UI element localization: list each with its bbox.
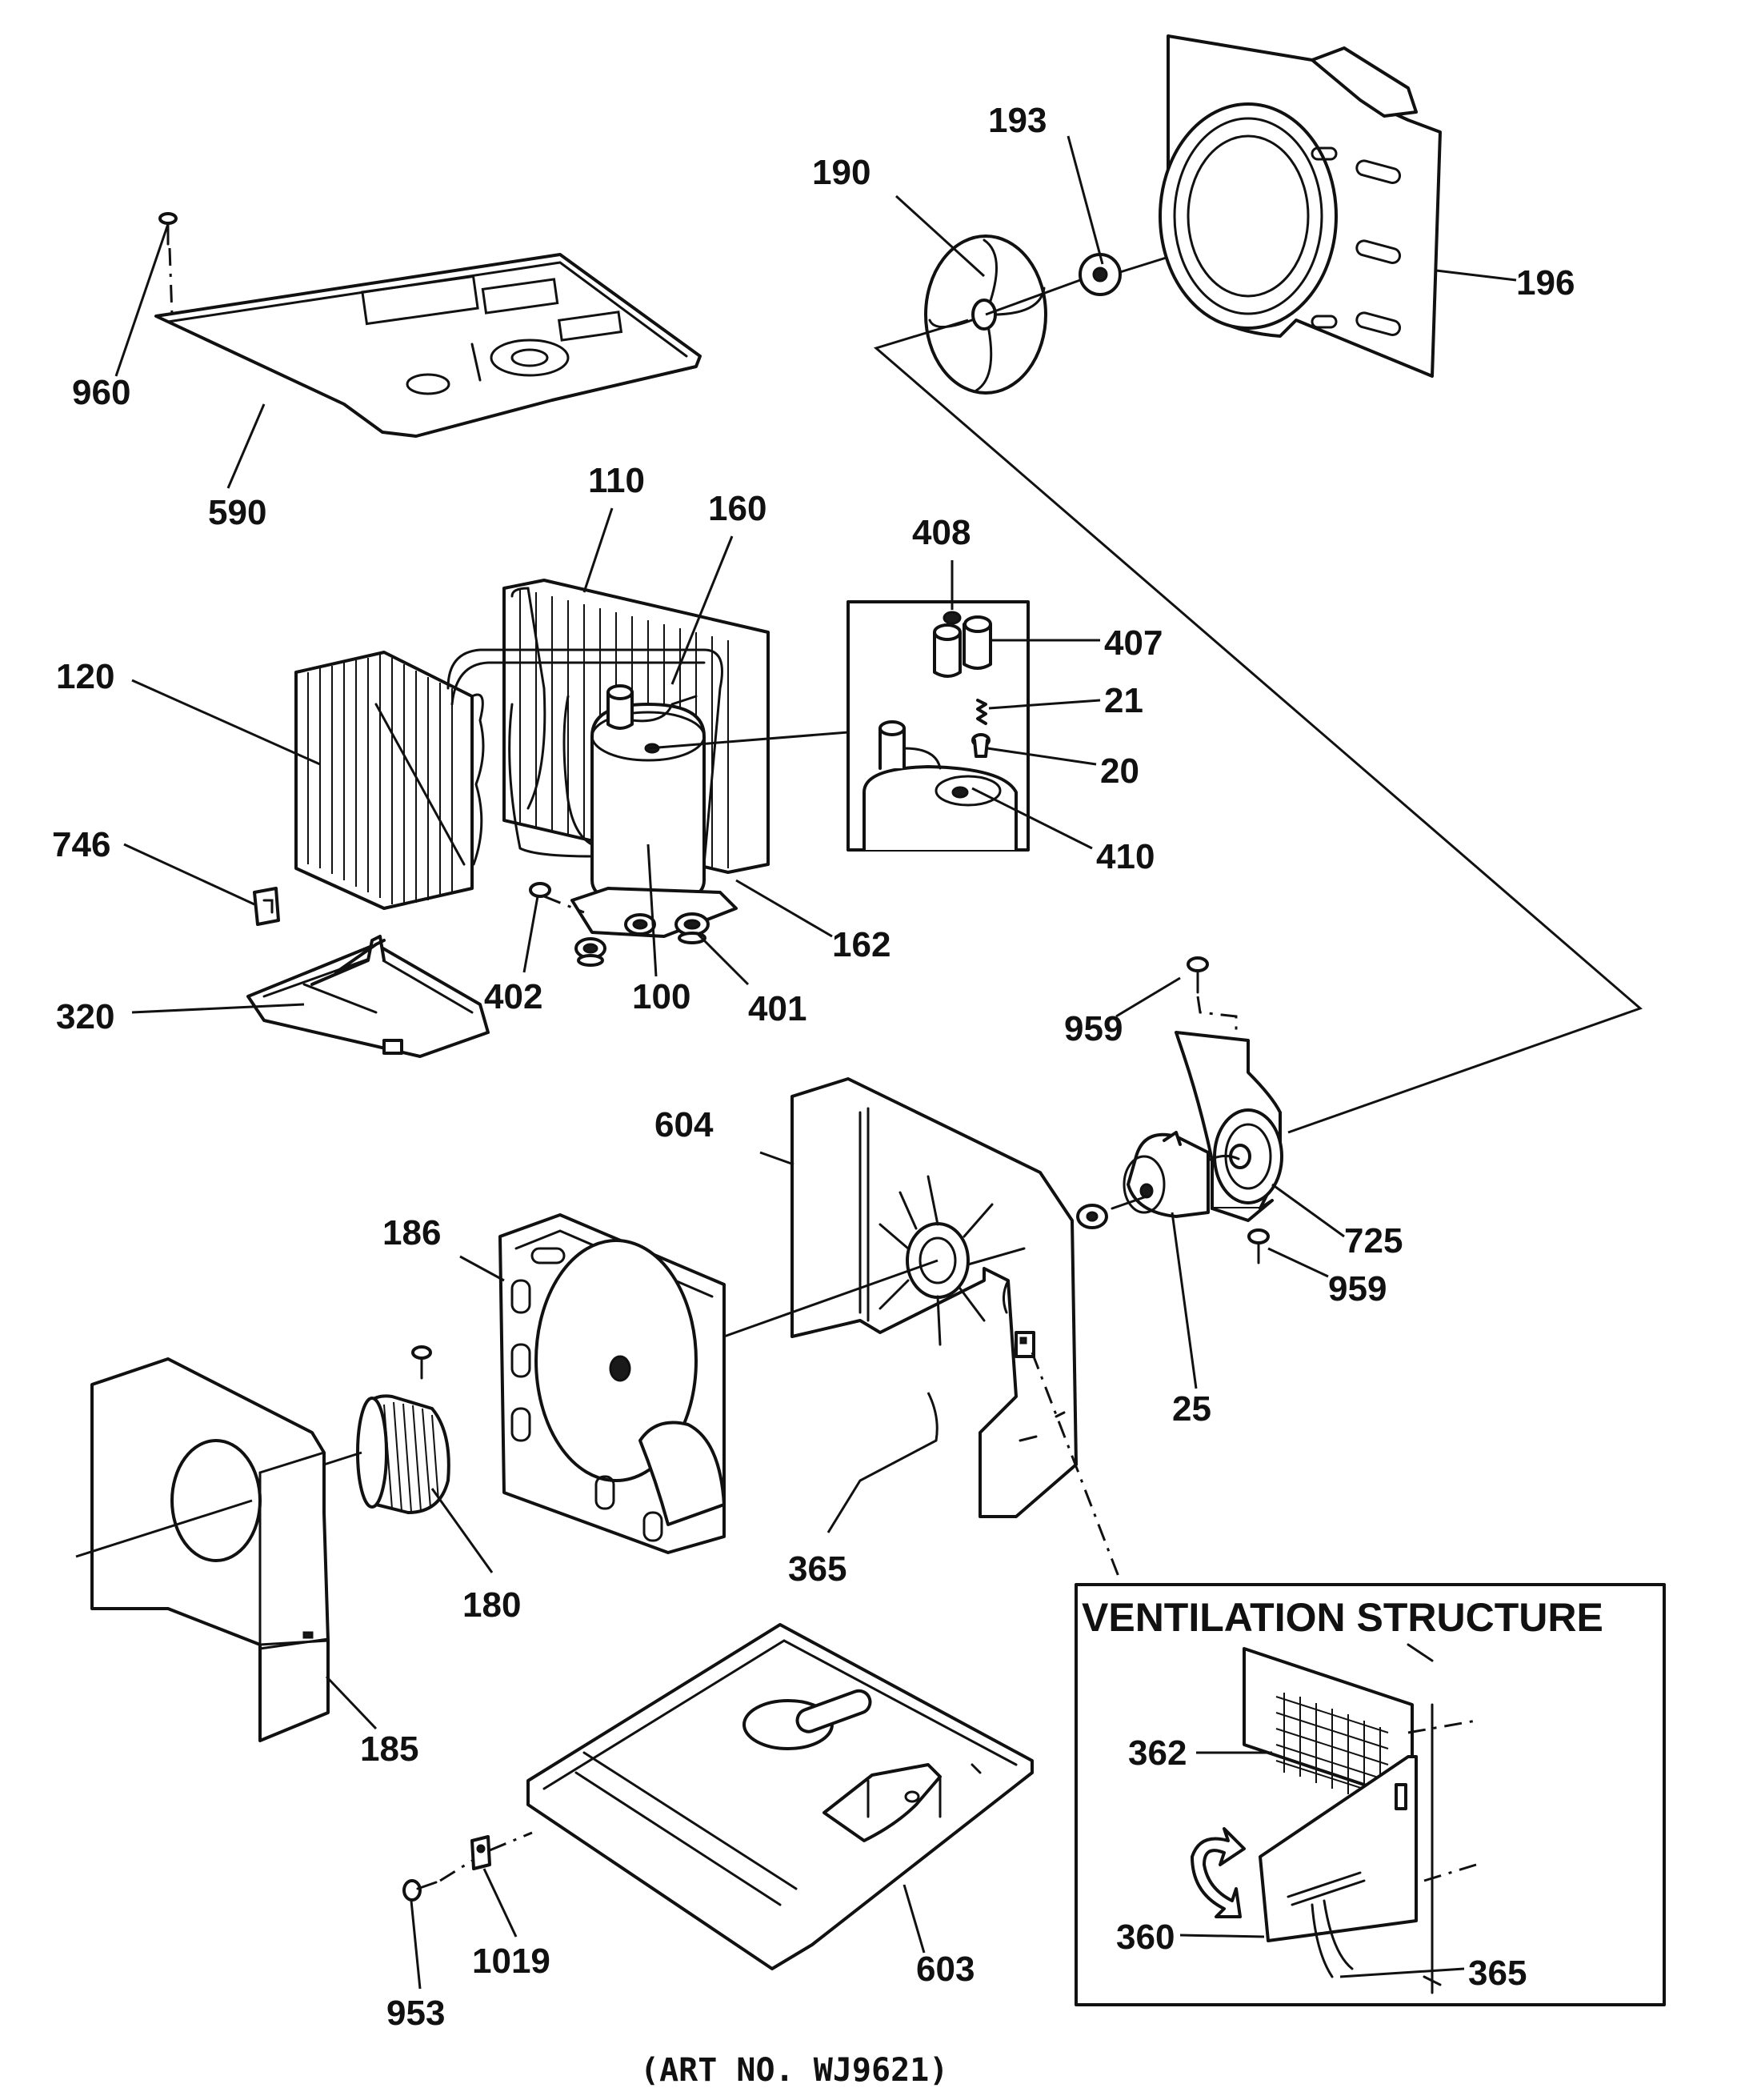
callout-196: 196 (1516, 263, 1575, 303)
callout-162: 162 (832, 925, 891, 964)
bracket-1019 (470, 1831, 533, 1870)
callout-21: 21 (1104, 681, 1143, 720)
callout-186: 186 (382, 1213, 441, 1252)
callout-590: 590 (208, 493, 266, 532)
callout-603: 603 (916, 1950, 975, 1989)
callout-365-inset: 365 (1468, 1954, 1527, 1993)
drain-pan-320 (246, 935, 490, 1058)
callout-401: 401 (748, 989, 806, 1028)
blower-wheel-180 (356, 1345, 450, 1514)
screw-953 (402, 1859, 473, 1902)
art-number: (ART NO. WJ9621) (640, 2052, 948, 2089)
callout-110: 110 (588, 461, 645, 500)
callout-193: 193 (988, 101, 1047, 140)
callout-180: 180 (462, 1585, 521, 1625)
callout-402: 402 (484, 977, 542, 1016)
callout-362: 362 (1128, 1733, 1187, 1773)
tubing-160 (446, 648, 723, 866)
callout-410: 410 (1096, 837, 1155, 876)
callout-746: 746 (52, 825, 110, 864)
leader-lines (114, 135, 1517, 1990)
fan-motor-25 (1111, 1131, 1240, 1218)
callout-185: 185 (360, 1729, 418, 1769)
callout-960: 960 (72, 373, 130, 412)
callout-160: 160 (708, 489, 766, 528)
motor-bracket-725 (1175, 1031, 1283, 1222)
callout-725: 725 (1344, 1221, 1403, 1260)
screw-960 (158, 212, 178, 317)
callout-407: 407 (1104, 623, 1163, 663)
shroud-196 (1159, 34, 1442, 378)
ventilation-structure-title: VENTILATION STRUCTURE (1082, 1595, 1603, 1640)
washer (1076, 1204, 1108, 1229)
callout-100: 100 (632, 977, 690, 1016)
callout-959-bottom: 959 (1328, 1269, 1387, 1308)
callout-604: 604 (654, 1105, 714, 1144)
callout-20: 20 (1100, 751, 1139, 791)
callout-953: 953 (386, 1994, 445, 2033)
blower-housing-186 (498, 1213, 939, 1554)
callout-365: 365 (788, 1549, 846, 1589)
alignment-line-to-inset (1031, 1352, 1122, 1581)
callout-408: 408 (912, 513, 971, 552)
screw-959-bottom (1247, 1228, 1270, 1264)
nut-402 (529, 882, 585, 914)
callout-1019: 1019 (472, 1942, 550, 1981)
front-panel-185 (75, 1357, 362, 1742)
screw-959-top (1187, 956, 1238, 1032)
callout-360: 360 (1116, 1918, 1175, 1957)
top-cover-590 (154, 253, 702, 438)
compressor-terminal-inset (647, 600, 1030, 852)
evaporator-coil-120 (294, 651, 485, 910)
callout-320: 320 (56, 997, 114, 1036)
base-pan-603 (526, 1623, 1034, 1970)
callout-959-top: 959 (1064, 1009, 1123, 1048)
grommets-401 (574, 912, 710, 967)
callout-25: 25 (1172, 1389, 1211, 1429)
callout-120: 120 (56, 657, 114, 696)
callout-labels: 960 590 190 193 196 110 160 408 407 120 … (52, 101, 1603, 2089)
ventilation-structure-inset (1075, 1583, 1666, 2006)
callout-190: 190 (812, 153, 870, 192)
compressor-100 (570, 684, 738, 938)
clip-746 (253, 887, 280, 926)
